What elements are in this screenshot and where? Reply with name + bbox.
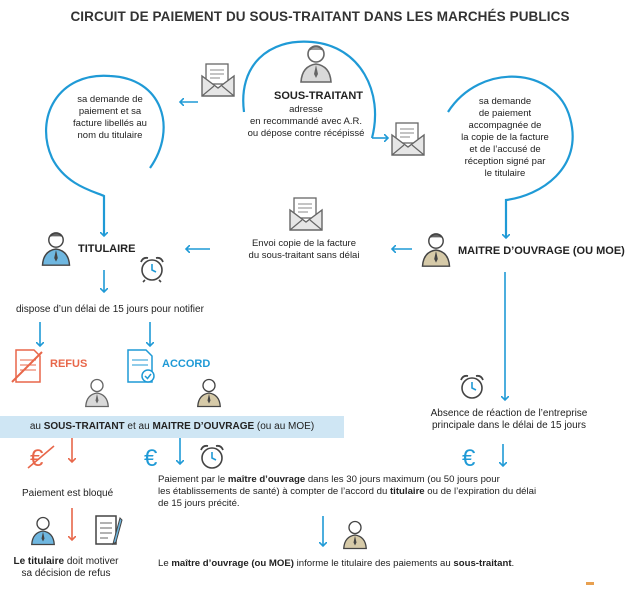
svg-text:€: € (30, 445, 44, 472)
text-bold: titulaire (389, 486, 425, 497)
left-demand-bubble (44, 74, 165, 236)
refus-label: REFUS (50, 358, 88, 370)
band-text: et au (124, 421, 153, 432)
text-span: doit motiver (64, 556, 119, 567)
text-line: de 15 jours précité. (158, 498, 240, 509)
titulaire-motiver-text: Le titulaire doit motiver sa décision de… (6, 556, 126, 580)
band-text: au (29, 421, 44, 432)
text-line: le titulaire (484, 168, 526, 179)
paiement-delai-text: Paiement par le maître d’ouvrage dans le… (158, 474, 628, 510)
accord-label: ACCORD (162, 358, 211, 370)
euro-blocked-icon: € (27, 445, 55, 472)
text-line: de paiement (478, 108, 532, 119)
text-span: Paiement par le (158, 474, 228, 485)
approved-document-icon (127, 349, 155, 383)
band-text: (ou au MOE) (254, 421, 315, 432)
text-line: et de l’accusé de (469, 144, 541, 155)
envelope-left-icon (201, 63, 235, 97)
refused-document-icon (11, 349, 43, 383)
sous-traitant-figure-icon (300, 45, 332, 83)
text-line: du sous-traitant sans délai (248, 250, 360, 261)
maitre-ouvrage-figure-icon (421, 233, 451, 267)
text-span: dans les 30 jours maximum (ou 50 jours p… (305, 474, 500, 485)
maitre-ouvrage-bottom-figure-icon (343, 520, 367, 550)
text-line: la copie de la facture (461, 132, 549, 143)
text-line: paiement et sa (78, 106, 142, 117)
text-line: Paiement par le maître d’ouvrage dans le… (158, 474, 628, 486)
right-demand-text: sa demande de paiement accompagnée de la… (442, 96, 568, 180)
envelope-middle-icon (289, 197, 323, 231)
text-span: Le (158, 558, 172, 569)
left-demand-text: sa demande de paiement et sa facture lib… (50, 94, 170, 142)
euro-right-icon: € (462, 445, 476, 472)
text-bold: maître d’ouvrage (227, 474, 306, 485)
euro-payment-icon: € (144, 445, 158, 472)
corner-mark (586, 582, 594, 585)
text-line: Absence de réaction de l’entreprise (430, 408, 588, 419)
envoi-copie-text: Envoi copie de la facture du sous-traita… (214, 238, 394, 262)
titulaire-bottom-figure-icon (31, 516, 55, 546)
diagram-title: CIRCUIT DE PAIEMENT DU SOUS-TRAITANT DAN… (70, 9, 570, 24)
right-demand-bubble (447, 75, 574, 238)
text-line: les établissements de santé) à compter d… (158, 486, 628, 498)
text-line: ou dépose contre récépissé (247, 128, 365, 139)
informe-text: Le maître d’ouvrage (ou MOE) informe le … (158, 558, 628, 570)
text-bold: sous-traitant (453, 558, 512, 569)
text-span: ou de l’expiration du délai (424, 486, 537, 497)
sous-traitant-small-figure-icon (85, 378, 109, 408)
titulaire-label: TITULAIRE (78, 243, 136, 255)
sous-traitant-bubble (242, 40, 377, 139)
text-line: adresse (289, 104, 323, 115)
absence-reaction-text: Absence de réaction de l’entreprise prin… (414, 408, 604, 432)
text-bold: Le titulaire (13, 556, 65, 567)
titulaire-figure-icon (41, 232, 71, 266)
sous-traitant-label: SOUS-TRAITANT (274, 90, 364, 102)
text-line: accompagnée de (468, 120, 542, 131)
band-maitre-ouvrage: MAITRE D’OUVRAGE (152, 421, 255, 432)
svg-text:€: € (144, 445, 158, 472)
text-line: facture libellés au (73, 118, 147, 129)
text-line: Le titulaire doit motiver (6, 556, 126, 568)
envelope-right-icon (391, 122, 425, 156)
alarm-clock-right-icon (460, 374, 484, 399)
text-span: . (511, 558, 515, 569)
text-line: sa décision de refus (21, 568, 111, 579)
maitre-ouvrage-small-figure-icon (197, 378, 221, 408)
delai-notifier-text: dispose d’un délai de 15 jours pour noti… (16, 304, 204, 315)
text-line: sa demande de (77, 94, 143, 105)
text-bold: maître d’ouvrage (ou MOE) (171, 558, 294, 569)
band-sous-traitant: SOUS-TRAITANT (43, 421, 125, 432)
paiement-bloque-text: Paiement est bloqué (22, 488, 114, 499)
text-line: en recommandé avec A.R. (250, 116, 362, 127)
text-line: réception signé par (464, 156, 546, 167)
text-span: les établissements de santé) à compter d… (158, 486, 390, 497)
written-document-icon (95, 515, 123, 546)
text-line: nom du titulaire (77, 130, 143, 141)
notification-band: au SOUS-TRAITANT et au MAITRE D’OUVRAGE … (0, 416, 344, 438)
alarm-clock-payment-icon (200, 444, 224, 469)
maitre-ouvrage-label: MAITRE D’OUVRAGE (OU MOE) (458, 245, 625, 257)
text-line: principale dans le délai de 15 jours (432, 420, 586, 431)
sous-traitant-description: adresse en recommandé avec A.R. ou dépos… (206, 104, 406, 140)
svg-text:€: € (462, 445, 476, 472)
text-line: sa demande (478, 96, 532, 107)
text-line: Envoi copie de la facture (251, 238, 357, 249)
text-span: informe le titulaire des paiements au (293, 558, 454, 569)
alarm-clock-icon (140, 256, 164, 283)
